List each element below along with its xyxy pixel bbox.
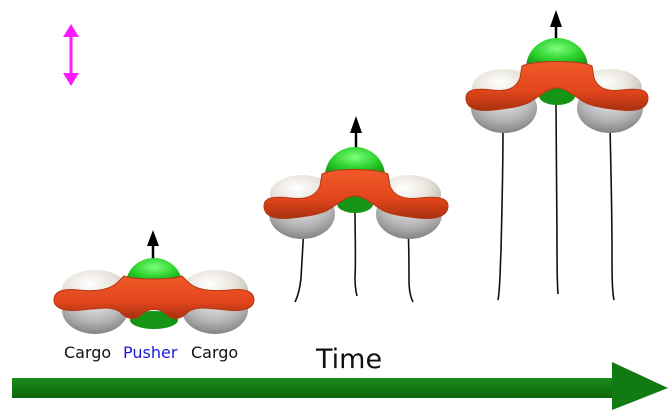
linker-band — [263, 169, 449, 219]
tether-filaments — [294, 211, 414, 303]
linker-band — [53, 275, 255, 319]
swimmer-stage-1 — [53, 230, 255, 334]
cargo-label-right: Cargo — [191, 343, 239, 362]
swimmer-stage-3 — [465, 10, 649, 301]
pusher-sphere — [526, 38, 588, 105]
tether-filaments — [497, 103, 615, 301]
pusher-label: Pusher — [123, 343, 178, 362]
linker-band — [465, 61, 649, 111]
right-arrow-icon — [12, 362, 668, 410]
pusher-sphere — [126, 258, 182, 329]
cargo-label-left: Cargo — [64, 343, 112, 362]
time-label: Time — [316, 344, 383, 375]
up-arrow-icon — [147, 230, 159, 262]
up-arrow-icon — [350, 116, 362, 150]
pusher-sphere — [325, 147, 385, 213]
double-headed-vertical-arrow-icon — [63, 24, 79, 86]
swimmer-stage-2 — [263, 116, 449, 303]
